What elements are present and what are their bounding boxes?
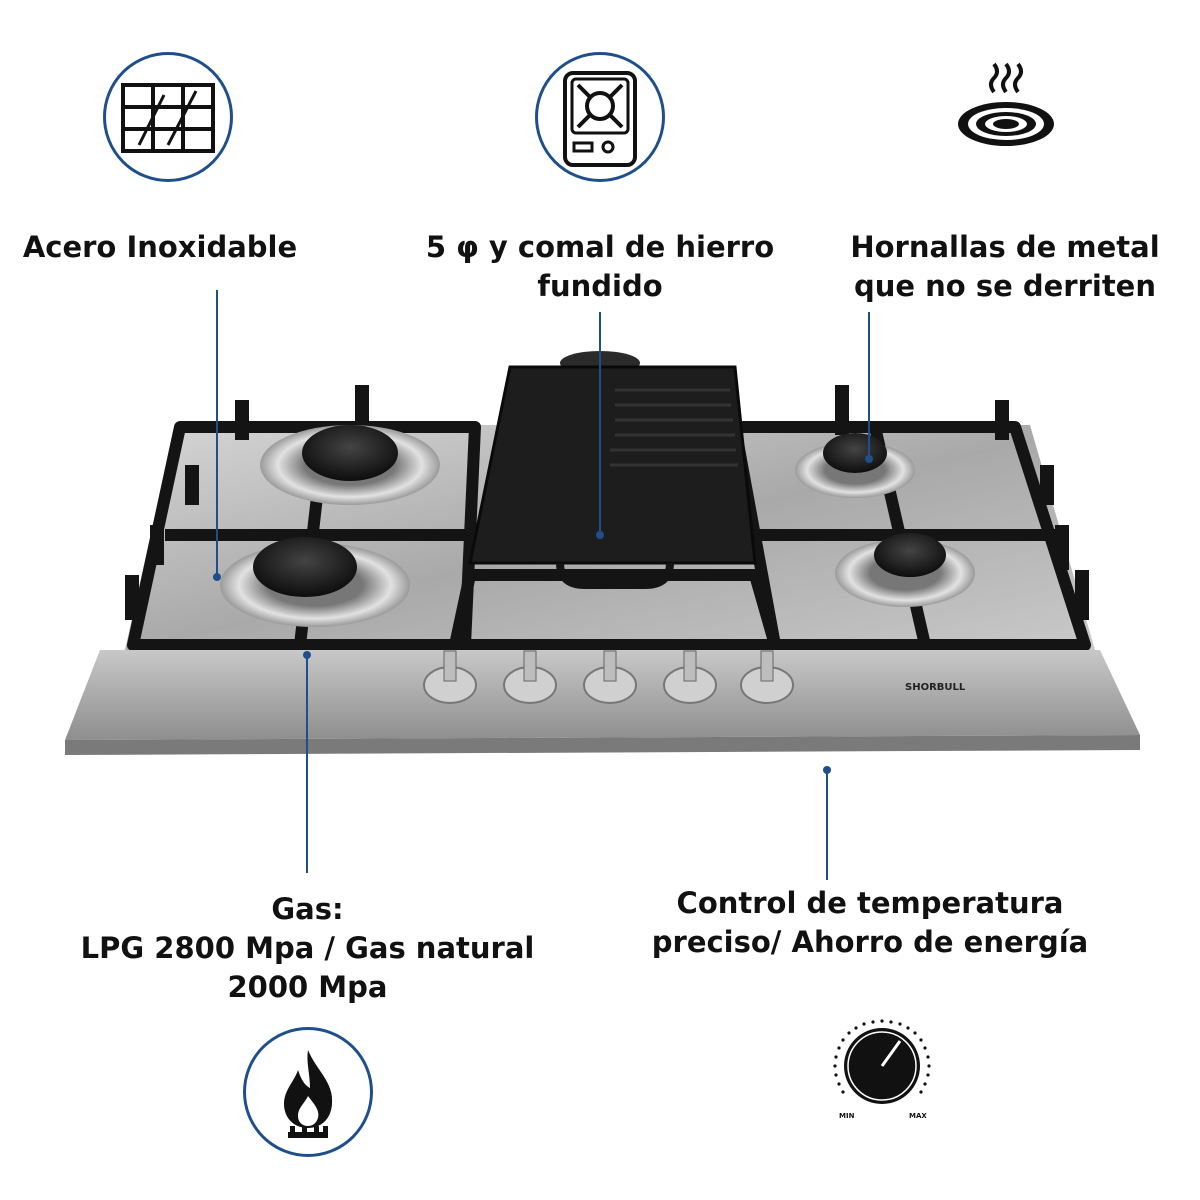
feature-metal-line1: Hornallas de metal (850, 230, 1160, 264)
feature-steel-text: Acero Inoxidable (22, 230, 298, 264)
glass-grid-icon-circle (103, 52, 233, 182)
feature-metal-burners: Hornallas de metal que no se derriten (835, 228, 1175, 306)
callout-dot-metal (865, 455, 873, 463)
callout-line-gas (306, 655, 308, 873)
callout-line-griddle (599, 312, 601, 534)
stove-icon (563, 71, 637, 167)
dial-max-label: MAX (909, 1112, 927, 1120)
callout-line-steel (216, 290, 218, 580)
hot-burner-icon (958, 62, 1054, 146)
gas-flame-icon (284, 1050, 333, 1138)
feature-metal-line2: que no se derriten (853, 269, 1156, 303)
feature-gas-line1: Gas: (271, 892, 344, 926)
feature-burners-line1: 5 φ y comal de hierro (425, 230, 775, 264)
callout-dot-gas (303, 651, 311, 659)
cooktop-image: SHORBULL (65, 351, 1140, 755)
brand-logo: SHORBULL (905, 682, 966, 693)
feature-burners-line2: fundido (537, 269, 663, 303)
gas-flame-icon-circle (243, 1027, 373, 1157)
feature-control-line1: Control de temperatura (676, 886, 1064, 920)
glass-grid-icon (121, 83, 215, 153)
feature-gas: Gas: LPG 2800 Mpa / Gas natural 2000 Mpa (40, 890, 575, 1007)
temperature-dial-icon: MIN MAX (833, 1019, 931, 1120)
callout-dot-griddle (596, 531, 604, 539)
stove-icon-circle (535, 52, 665, 182)
feature-gas-line2: LPG 2800 Mpa / Gas natural (80, 931, 535, 965)
feature-gas-line3: 2000 Mpa (227, 970, 388, 1004)
callout-dot-control (823, 766, 831, 774)
callout-line-control (826, 772, 828, 880)
dial-min-label: MIN (839, 1112, 855, 1120)
feature-control-line2: preciso/ Ahorro de energía (651, 925, 1089, 959)
callout-line-metal (868, 312, 870, 460)
feature-temperature-control: Control de temperatura preciso/ Ahorro d… (615, 884, 1125, 962)
callout-dot-steel (213, 573, 221, 581)
feature-burners-griddle: 5 φ y comal de hierro fundido (400, 228, 800, 306)
feature-stainless-steel: Acero Inoxidable (10, 228, 310, 267)
